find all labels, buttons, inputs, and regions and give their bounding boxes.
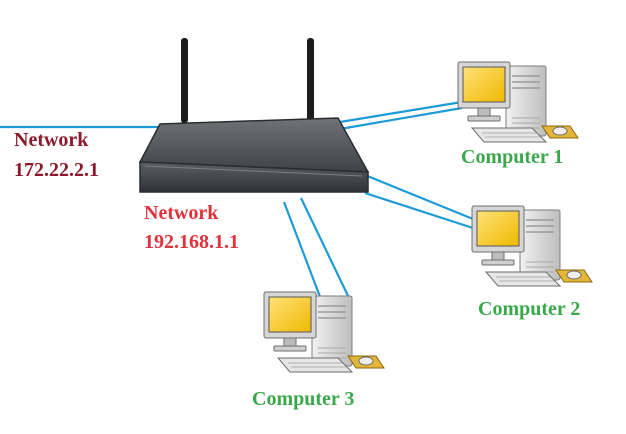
link-computer-1-b bbox=[339, 106, 463, 131]
computer-2 bbox=[471, 205, 593, 287]
lan-network-address: 192.168.1.1 bbox=[144, 231, 239, 253]
router-front bbox=[139, 161, 369, 193]
computer-2-label: Computer 2 bbox=[478, 298, 581, 320]
link-computer-1-a bbox=[339, 100, 463, 124]
link-computer-2-b bbox=[364, 191, 474, 230]
link-computer-3-b bbox=[300, 197, 351, 301]
computer-1-label: Computer 1 bbox=[461, 146, 564, 168]
antenna-right bbox=[307, 38, 314, 123]
link-computer-3-a bbox=[282, 201, 324, 303]
computer-3 bbox=[263, 291, 385, 373]
computer-3-label: Computer 3 bbox=[252, 388, 355, 410]
wan-network-label: Network bbox=[14, 129, 89, 151]
link-computer-2-a bbox=[364, 173, 474, 221]
lan-network-label: Network bbox=[144, 202, 219, 224]
link-lines bbox=[0, 100, 474, 303]
computer-1 bbox=[457, 61, 579, 143]
wan-network-address: 172.22.2.1 bbox=[14, 159, 99, 181]
antenna-left bbox=[181, 38, 188, 123]
router bbox=[138, 38, 370, 193]
